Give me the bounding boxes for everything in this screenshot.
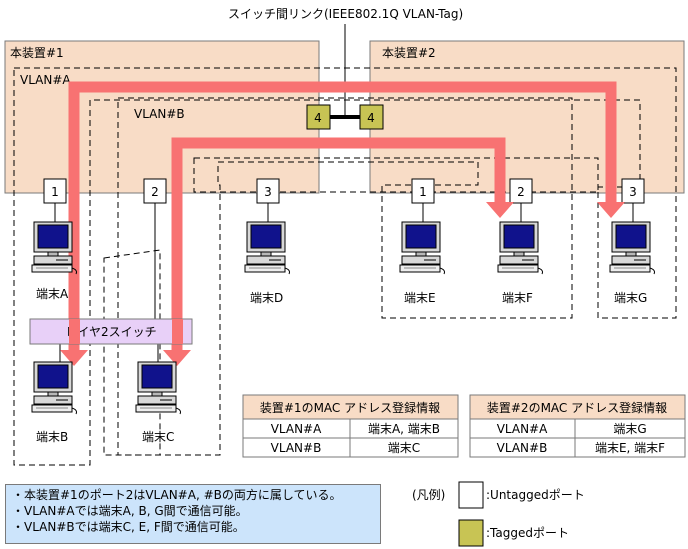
notes-box: ・本装置#1のポート2はVLAN#A, #Bの両方に属している。 ・VLAN#A… <box>5 484 381 544</box>
device-2-port-2-label: 2 <box>517 185 525 199</box>
note-line-2: ・VLAN#Aでは端末A, B, G間で通信可能。 <box>12 504 248 518</box>
note-line-1: ・本装置#1のポート2はVLAN#A, #Bの両方に属している。 <box>12 488 342 502</box>
mac-table-1-r2-term: 端末C <box>388 441 420 455</box>
mac-table-2-r2-term: 端末E, 端末F <box>595 441 665 455</box>
terminal-c-label: 端末C <box>142 430 174 444</box>
device-2-tagged-port-label: 4 <box>367 111 375 125</box>
device-1-box <box>4 40 320 194</box>
legend-tagged-label: :Taggedポート <box>486 526 569 540</box>
legend-tagged-swatch <box>458 519 484 547</box>
device-1-port-3-label: 3 <box>264 185 272 199</box>
mac-table-2-row-2 <box>469 437 686 458</box>
mac-table-1-r1-vlan: VLAN#A <box>271 422 322 436</box>
mac-table-1-r2-vlan: VLAN#B <box>271 441 322 455</box>
vlan-a-path-over-switch <box>69 319 80 344</box>
terminal-b-label: 端末B <box>36 430 68 444</box>
layer2-switch-label: レイヤ2スイッチ <box>65 325 156 339</box>
device-2-port-3-label: 3 <box>629 185 637 199</box>
mac-table-2-title: 装置#2のMAC アドレス登録情報 <box>487 400 667 415</box>
terminal-a-label: 端末A <box>36 287 69 301</box>
legend-title: (凡例) <box>412 488 445 502</box>
mac-table-1-r1-term: 端末A, 端末B <box>368 422 440 436</box>
device-1-tagged-port-label: 4 <box>314 111 322 125</box>
device-1-tagged-port <box>306 104 331 130</box>
device-1-title: 本装置#1 <box>10 46 64 60</box>
l2switch-boundary <box>103 249 161 456</box>
vlan-b-arrow-to-f <box>486 202 514 218</box>
device-1-port-1-label: 1 <box>51 185 59 199</box>
terminal-e-label: 端末E <box>404 291 436 305</box>
terminal-e-pc-icon <box>399 221 445 275</box>
terminal-a-pc-icon <box>31 221 77 275</box>
vlan-b-path <box>171 137 506 350</box>
terminal-b-pc-icon <box>31 361 77 415</box>
device-2-title: 本装置#2 <box>382 46 436 60</box>
device-2-box <box>369 40 685 194</box>
terminal-f-label: 端末F <box>502 291 533 305</box>
terminal-d-pc-icon <box>244 221 290 275</box>
terminal-g-pc-icon <box>609 221 655 275</box>
vlan-a-path <box>68 81 617 350</box>
vlan-a-arrow-to-b <box>60 350 88 366</box>
link-label: スイッチ間リンク(IEEE802.1Q VLAN-Tag) <box>228 7 463 21</box>
mac-table-1: 装置#1のMAC アドレス登録情報 VLAN#A 端末A, 端末B VLAN#B… <box>242 394 459 458</box>
device-2-tagged-port <box>359 104 384 130</box>
legend-untagged-swatch <box>458 481 484 509</box>
vlan-b-path-over-switch <box>172 319 183 344</box>
mac-table-2-header <box>469 394 686 420</box>
mac-table-1-title: 装置#1のMAC アドレス登録情報 <box>260 400 440 415</box>
vlan-b-boundary <box>117 97 573 456</box>
legend-untagged-label: :Untaggedポート <box>486 488 585 502</box>
vlan-a-arrow-to-g <box>597 202 625 218</box>
terminal-c-pc-icon <box>135 361 181 415</box>
vlan-b-arrow-to-c <box>163 350 191 366</box>
vlan-a-label: VLAN#A <box>20 73 71 87</box>
mac-table-2-r2-vlan: VLAN#B <box>497 441 548 455</box>
terminal-g-label: 端末G <box>614 291 647 305</box>
terminal-d-label: 端末D <box>250 291 283 305</box>
terminal-f-pc-icon <box>497 221 543 275</box>
mac-table-1-header <box>242 394 459 420</box>
note-line-3: ・VLAN#Bでは端末C, E, F間で通信可能。 <box>12 520 245 534</box>
mac-table-2-r1-vlan: VLAN#A <box>497 422 548 436</box>
layer2-switch-box <box>29 318 193 345</box>
mac-table-2-r1-term: 端末G <box>613 422 646 436</box>
device-1-port-2-label: 2 <box>151 185 159 199</box>
device-2-port-1-label: 1 <box>419 185 427 199</box>
vlan-b-label: VLAN#B <box>134 107 185 121</box>
vlan-b-inner-boundary <box>193 157 599 193</box>
mac-table-2: 装置#2のMAC アドレス登録情報 VLAN#A 端末G VLAN#B 端末E,… <box>469 394 686 458</box>
